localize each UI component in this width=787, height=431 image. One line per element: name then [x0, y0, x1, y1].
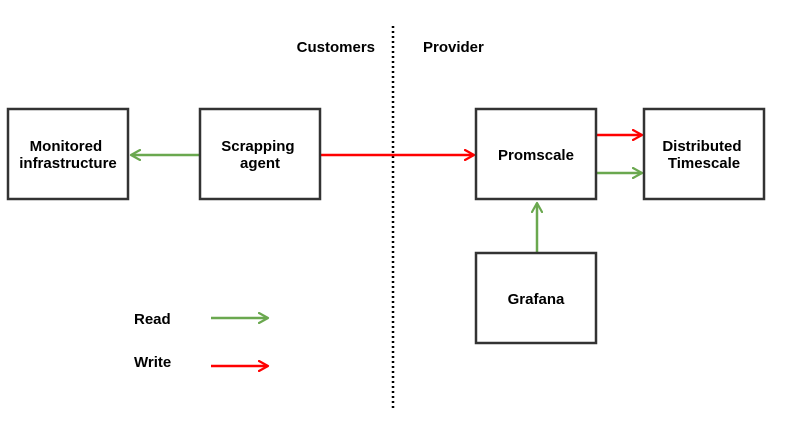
svg-text:Scrapping agent: Scrapping agent — [221, 138, 299, 172]
svg-text:Monitored infrastructure: Monitored infrastructure — [19, 138, 117, 172]
legend: Read Write — [134, 311, 268, 371]
node-label-line: Monitored — [30, 138, 103, 155]
node-label-line: agent — [240, 155, 280, 172]
legend-read-label: Read — [134, 311, 171, 328]
node-scrapping-agent: Scrapping agent — [198, 107, 322, 201]
node-label-line: Scrapping — [221, 138, 294, 155]
node-label-line: infrastructure — [19, 155, 117, 172]
legend-write-label: Write — [134, 354, 171, 371]
node-promscale: Promscale — [474, 107, 598, 201]
node-label-line: Grafana — [508, 291, 565, 308]
node-label-line: Distributed — [662, 138, 741, 155]
node-label-line: Timescale — [668, 155, 740, 172]
svg-text:Grafana: Grafana — [508, 291, 565, 308]
node-label-line: Promscale — [498, 147, 574, 164]
svg-text:Distributed Timescale: Distributed Timescale — [662, 138, 745, 172]
node-monitored-infrastructure: Monitored infrastructure — [6, 107, 130, 201]
region-label-customers: Customers — [297, 39, 375, 56]
svg-text:Promscale: Promscale — [498, 147, 574, 164]
region-label-provider: Provider — [423, 39, 484, 56]
node-distributed-timescale: Distributed Timescale — [642, 107, 766, 201]
node-grafana: Grafana — [474, 251, 598, 345]
